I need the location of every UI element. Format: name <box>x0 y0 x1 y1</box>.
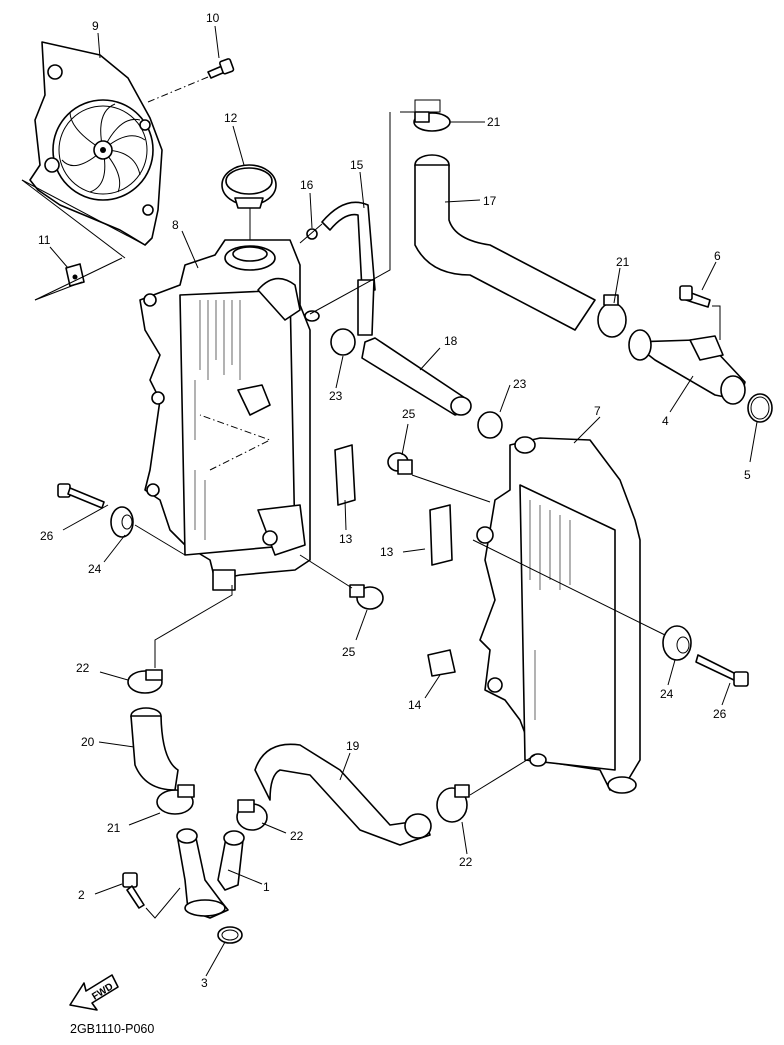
callout-10: 10 <box>206 11 220 25</box>
callout-15: 15 <box>350 158 364 172</box>
callout-9: 9 <box>92 19 99 33</box>
callout-4: 4 <box>662 414 669 428</box>
bolt-6 <box>679 285 711 308</box>
callout-23-right: 23 <box>513 377 527 391</box>
callout-18: 18 <box>444 334 458 348</box>
clamp-22-mid <box>236 799 268 831</box>
callout-24-right: 24 <box>88 562 102 576</box>
callout-16: 16 <box>300 178 314 192</box>
radiator-cap-12 <box>221 164 277 209</box>
grommet-24-right <box>110 506 134 538</box>
clip-13-left <box>429 504 453 566</box>
callout-11: 11 <box>38 233 51 247</box>
clamp-21-top <box>413 111 451 132</box>
hose-17 <box>414 154 596 331</box>
hose-20 <box>130 707 179 791</box>
rubber-pad-14 <box>427 649 456 677</box>
grommet-24-left <box>662 625 692 661</box>
callout-12: 12 <box>224 111 238 125</box>
joint-pipe-1 <box>176 828 245 919</box>
callout-17: 17 <box>483 194 497 208</box>
callout-21-top: 21 <box>487 115 501 129</box>
callout-22-mid: 22 <box>290 829 304 843</box>
clip-nut-11 <box>65 263 85 287</box>
clip-13-right <box>334 444 356 506</box>
collar-25-left <box>387 452 413 475</box>
hose-18 <box>361 337 472 416</box>
callout-26-left: 26 <box>713 707 727 721</box>
callout-3: 3 <box>201 976 208 990</box>
hose-19 <box>254 743 432 846</box>
callout-26-right: 26 <box>40 529 54 543</box>
callout-7: 7 <box>594 404 601 418</box>
water-pipe-4 <box>628 329 746 405</box>
callout-20: 20 <box>81 735 95 749</box>
callout-22-right: 22 <box>459 855 473 869</box>
clamp-21-bottom <box>156 784 195 815</box>
bolt-26-right <box>57 483 105 509</box>
bolt-26-left <box>695 654 749 687</box>
callout-25-right: 25 <box>342 645 356 659</box>
overflow-hose-15 <box>321 201 376 336</box>
collar-25-right <box>349 584 384 610</box>
radiator-left <box>476 436 641 794</box>
clamp-22-right <box>436 784 470 823</box>
callout-labels: 9 10 12 16 15 8 11 21 17 18 23 23 21 6 4… <box>38 11 751 990</box>
callout-8: 8 <box>172 218 179 232</box>
callout-13-left: 13 <box>380 545 394 559</box>
callout-25-left: 25 <box>402 407 416 421</box>
diagram-code: 2GB1110-P060 <box>70 1022 154 1036</box>
callout-5: 5 <box>744 468 751 482</box>
callout-13-right: 13 <box>339 532 353 546</box>
clamp-22-top <box>127 669 163 694</box>
callout-2: 2 <box>78 888 85 902</box>
leader-lines <box>49 25 758 977</box>
bolt-10 <box>207 58 235 79</box>
fan-assembly <box>29 41 163 246</box>
bolt-2 <box>122 872 145 909</box>
fwd-arrow-icon: FWD <box>69 974 119 1011</box>
callout-19: 19 <box>346 739 360 753</box>
callout-22-top: 22 <box>76 661 90 675</box>
o-ring-3 <box>217 926 243 944</box>
radiator-right <box>139 239 320 591</box>
clamp-23-left <box>330 328 356 356</box>
clamp-16 <box>306 228 318 240</box>
callout-21-right: 21 <box>616 255 630 269</box>
callout-21-bottom: 21 <box>107 821 121 835</box>
callout-6: 6 <box>714 249 721 263</box>
callout-1: 1 <box>263 880 270 894</box>
callout-14: 14 <box>408 698 422 712</box>
clamp-23-right <box>477 411 503 439</box>
o-ring-5 <box>747 393 773 423</box>
callout-24-left: 24 <box>660 687 674 701</box>
callout-23-left: 23 <box>329 389 343 403</box>
clamp-21-right <box>597 294 627 338</box>
